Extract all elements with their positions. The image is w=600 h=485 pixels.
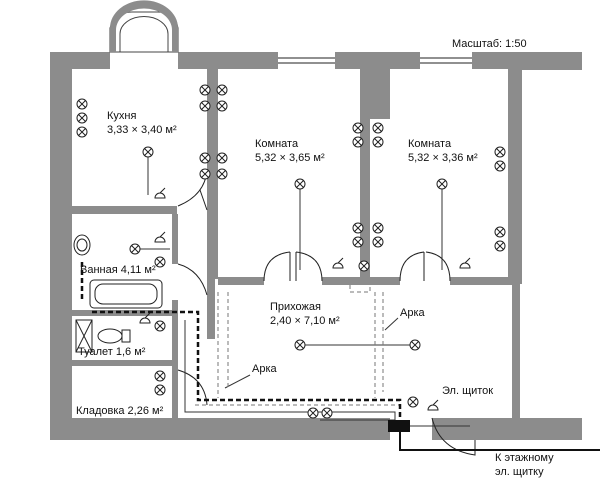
lamp-icon (216, 152, 228, 164)
lamp-icon (129, 243, 141, 255)
lamp-icon (154, 384, 166, 396)
lamp-icon (216, 100, 228, 112)
room2-size: 5,32 × 3,36 м² (408, 152, 478, 164)
room1-name: Комната (255, 138, 299, 150)
lamp-icon (352, 136, 364, 148)
lamp-icon (352, 236, 364, 248)
socket-icon (139, 312, 151, 324)
lamp-icon (321, 407, 333, 419)
lamp-icon (154, 320, 166, 332)
lamp-icon (352, 122, 364, 134)
toilet-label: Туалет 1,6 м² (78, 346, 146, 358)
lamp-icon (199, 100, 211, 112)
bathroom-label: Ванная 4,11 м² (80, 264, 156, 276)
lamp-icon (76, 112, 88, 124)
lamp-icon (372, 122, 384, 134)
inner-walls (72, 69, 512, 418)
lamp-icon (294, 178, 306, 190)
lamp-icon (307, 407, 319, 419)
lamp-icon (199, 152, 211, 164)
lamp-icon (76, 126, 88, 138)
lamp-icon (154, 370, 166, 382)
lamp-icon (76, 98, 88, 110)
lamp-icon (409, 339, 421, 351)
arch-left-label: Арка (252, 363, 278, 375)
hall-name: Прихожая (270, 301, 321, 313)
lamp-icon (372, 222, 384, 234)
lamp-icon (494, 240, 506, 252)
lamp-icon (494, 160, 506, 172)
panel-label: Эл. щиток (442, 385, 493, 397)
lamp-icon (436, 178, 448, 190)
lamp-icon (154, 256, 166, 268)
socket-icon (459, 257, 471, 269)
socket-icon (154, 231, 166, 243)
lamp-icon (199, 168, 211, 180)
lamp-icon (216, 168, 228, 180)
hidden-wiring (80, 262, 402, 420)
arch-right-label: Арка (400, 307, 426, 319)
panel-box (388, 420, 410, 432)
kitchen-name: Кухня (107, 110, 136, 122)
lamp-icon (372, 236, 384, 248)
kitchen-size: 3,33 × 3,40 м² (107, 124, 177, 136)
outer-walls (50, 52, 582, 440)
lamp-icon (407, 396, 419, 408)
socket-symbols (139, 187, 471, 411)
feed-label-line1: К этажному (495, 452, 554, 464)
room2-name: Комната (408, 138, 452, 150)
lamp-icon (494, 146, 506, 158)
lamp-icon (142, 146, 154, 158)
lamp-icon (294, 339, 306, 351)
lamp-icon (358, 260, 370, 272)
lamp-icon (494, 226, 506, 238)
lamp-icon (372, 136, 384, 148)
lamp-icon (199, 84, 211, 96)
lamp-icon (352, 222, 364, 234)
feed-label-line2: эл. щитку (495, 466, 544, 478)
bay-window (109, 0, 179, 53)
lamp-icon (216, 84, 228, 96)
lamp-symbols (76, 84, 506, 419)
socket-icon (332, 257, 344, 269)
hall-size: 2,40 × 7,10 м² (270, 315, 340, 327)
room1-size: 5,32 × 3,65 м² (255, 152, 325, 164)
scale-label: Масштаб: 1:50 (452, 38, 527, 50)
socket-icon (154, 187, 166, 199)
pantry-label: Кладовка 2,26 м² (76, 405, 164, 417)
bathroom-fixtures (73, 234, 163, 353)
socket-icon (427, 399, 439, 411)
wiring (135, 152, 600, 451)
